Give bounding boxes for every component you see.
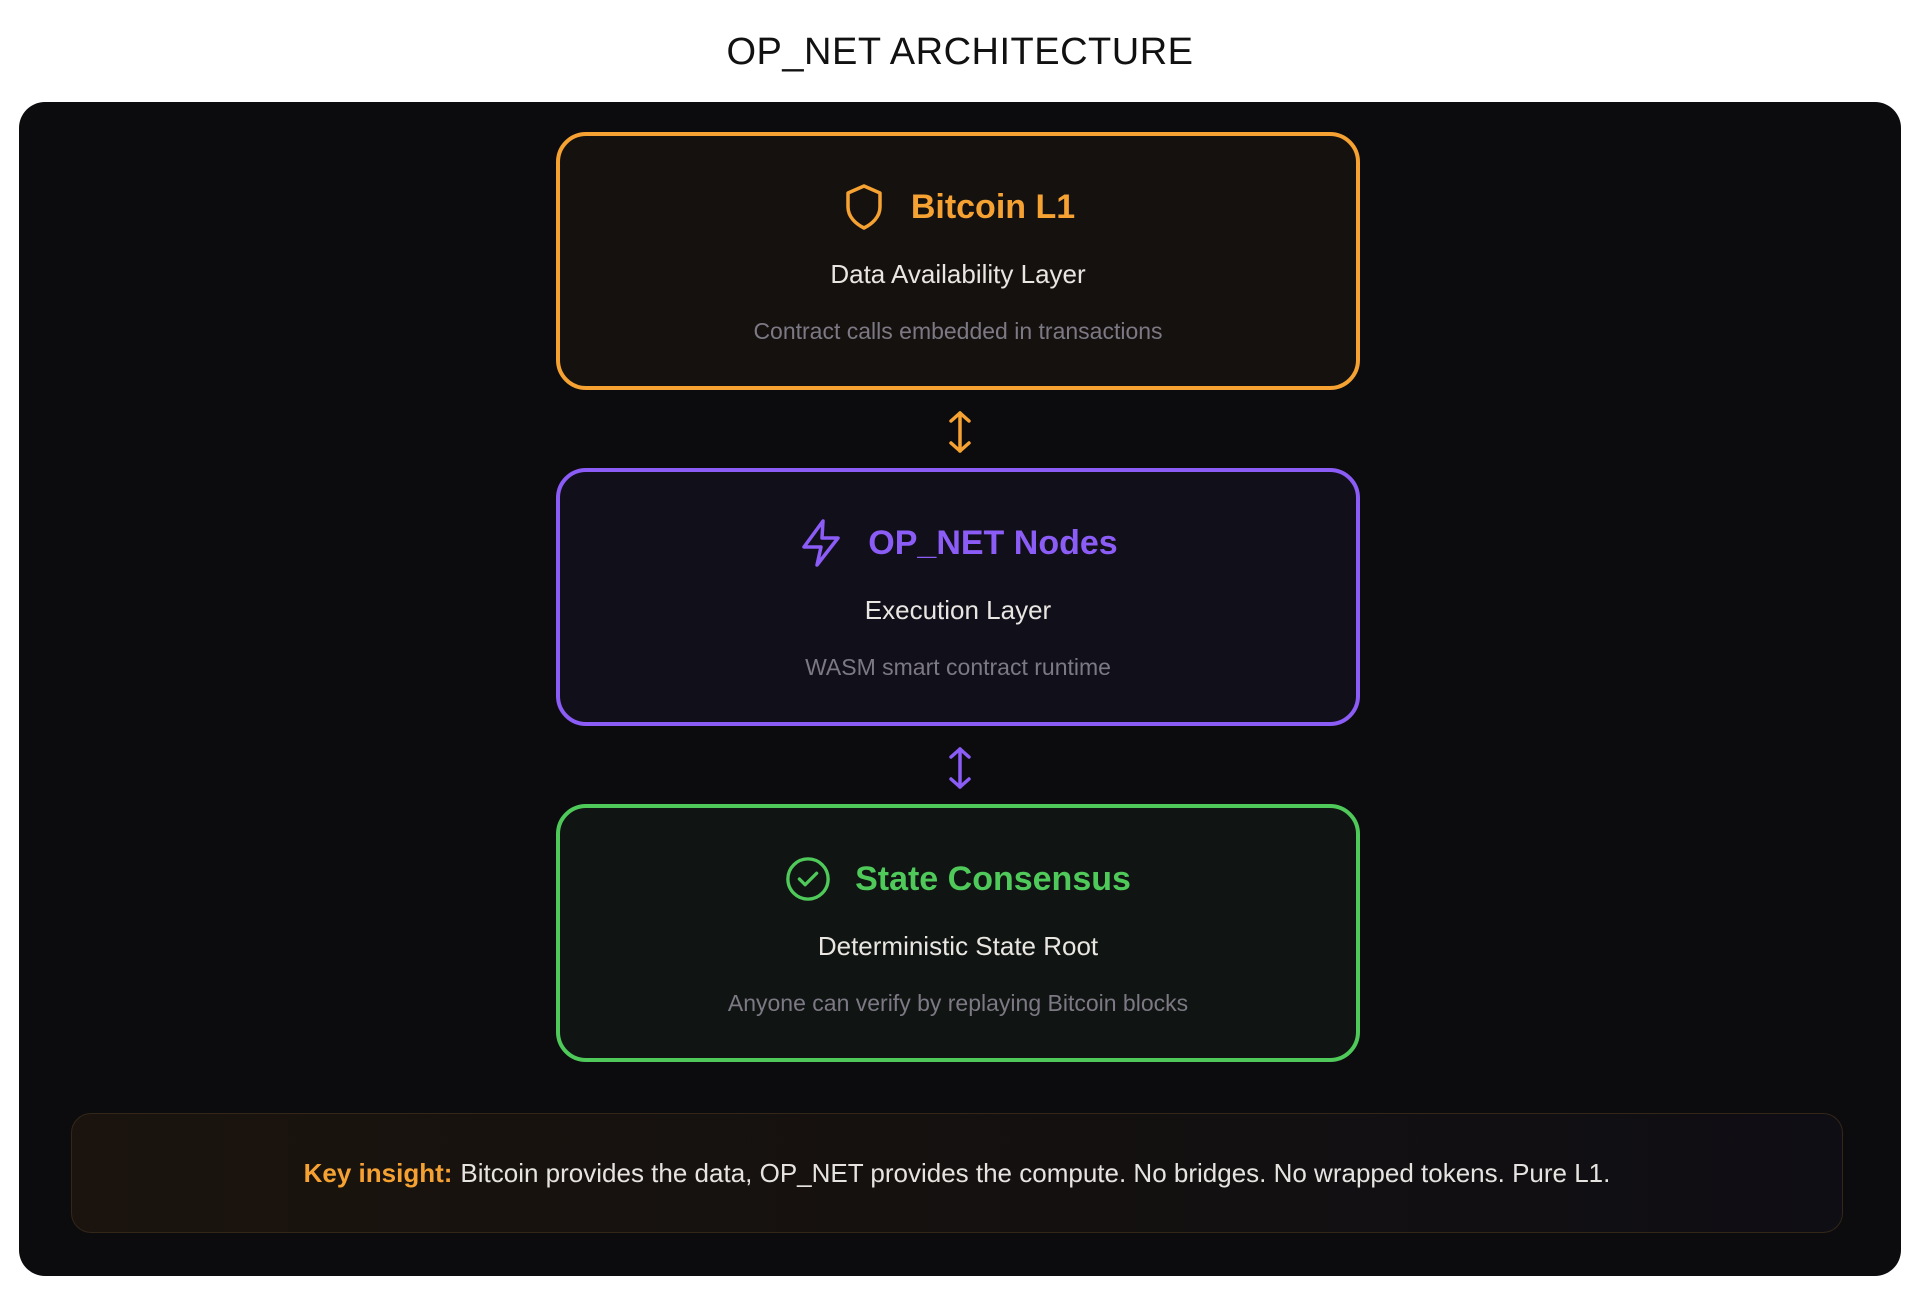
layer-description: WASM smart contract runtime [805, 654, 1111, 680]
layer-opnet-nodes: OP_NET Nodes Execution Layer WASM smart … [556, 468, 1360, 726]
key-insight-callout: Key insight: Bitcoin provides the data, … [71, 1113, 1843, 1233]
layer-header: OP_NET Nodes [560, 518, 1356, 568]
layer-description: Contract calls embedded in transactions [753, 318, 1163, 344]
layer-subtitle: Deterministic State Root [817, 931, 1099, 961]
layer-state-consensus: State Consensus Deterministic State Root… [556, 804, 1360, 1062]
layer-title: Bitcoin L1 [910, 188, 1076, 226]
layer-header: Bitcoin L1 [560, 182, 1356, 232]
layer-title: State Consensus [855, 860, 1131, 898]
layer-header: State Consensus [560, 854, 1356, 904]
check-circle-icon [785, 854, 831, 904]
page-title: OP_NET ARCHITECTURE [726, 31, 1194, 73]
layer-subtitle: Data Availability Layer [830, 259, 1086, 289]
layer-subtitle: Execution Layer [864, 595, 1052, 625]
lightning-icon [798, 518, 844, 568]
bidirectional-arrow-icon [945, 746, 975, 790]
key-insight-text: Bitcoin provides the data, OP_NET provid… [460, 1158, 1611, 1188]
key-insight-label: Key insight: [303, 1158, 453, 1188]
layer-description: Anyone can verify by replaying Bitcoin b… [727, 990, 1189, 1016]
layer-bitcoin-l1: Bitcoin L1 Data Availability Layer Contr… [556, 132, 1360, 390]
shield-icon [841, 182, 887, 232]
architecture-panel: Bitcoin L1 Data Availability Layer Contr… [19, 102, 1901, 1276]
layer-title: OP_NET Nodes [868, 524, 1118, 562]
bidirectional-arrow-icon [945, 410, 975, 454]
